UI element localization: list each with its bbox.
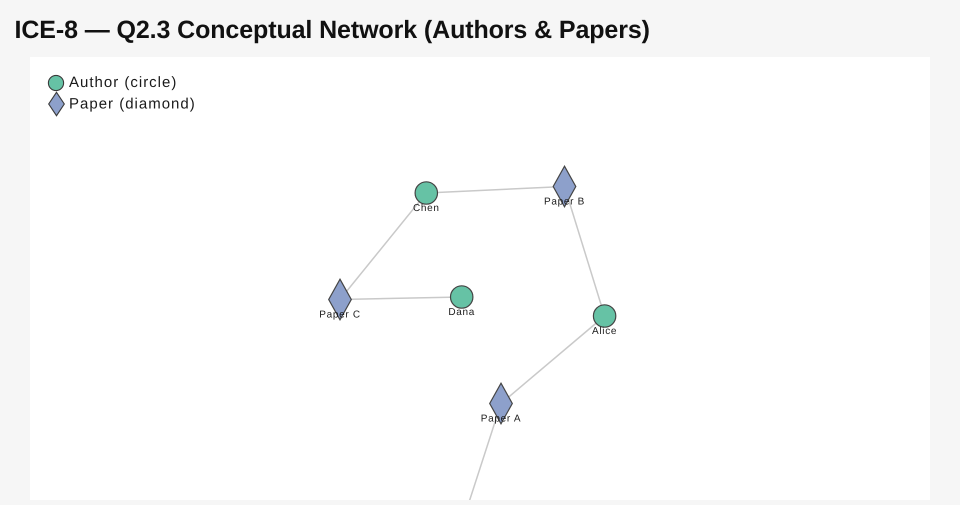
svg-text:Paper B: Paper B (544, 197, 585, 208)
svg-text:Author (circle): Author (circle) (69, 74, 177, 91)
svg-text:ICE-8 — Q2.3 Conceptual Networ: ICE-8 — Q2.3 Conceptual Network (Authors… (15, 16, 650, 44)
svg-text:Paper A: Paper A (481, 414, 521, 425)
svg-text:Paper C: Paper C (319, 310, 361, 321)
svg-text:Dana: Dana (448, 307, 475, 318)
svg-text:Alice: Alice (592, 326, 617, 337)
svg-text:Paper (diamond): Paper (diamond) (69, 96, 196, 113)
svg-text:Chen: Chen (413, 203, 440, 214)
